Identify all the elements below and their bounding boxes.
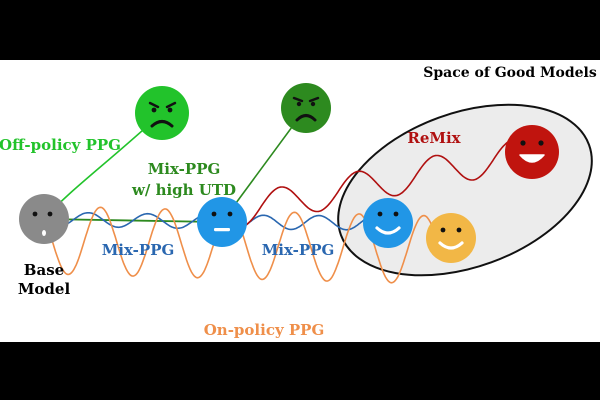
mix-ppg-good-face [363, 198, 413, 248]
high-utd-face [281, 83, 331, 133]
smile-face-icon [438, 227, 464, 250]
mix-ppg-left-label: Mix-PPG [102, 241, 175, 259]
mix-ppg-mid-face [197, 197, 247, 247]
on-policy-path [51, 206, 441, 284]
base-model-face [19, 194, 69, 244]
smile-face-icon [375, 211, 401, 235]
remix-path [221, 139, 533, 228]
remix-label: ReMix [407, 129, 461, 147]
mix-ppg-high-utd-label-line1: Mix-PPG [148, 160, 221, 178]
mix-ppg-path-left [43, 212, 223, 230]
on-policy-face [426, 213, 476, 263]
base-model-label-line1: Base [24, 261, 64, 279]
off-policy-label: Off-policy PPG [0, 136, 121, 154]
smile-face-icon [519, 140, 545, 163]
neutral-face-icon [211, 211, 233, 232]
frown-face-icon [148, 101, 177, 128]
on-policy-label: On-policy PPG [204, 321, 325, 339]
neutral-face-icon [32, 211, 38, 217]
remix-face [505, 125, 559, 179]
base-model-label-line2: Model [18, 280, 71, 298]
mix-ppg-high-utd-label-line2: w/ high UTD [131, 181, 236, 199]
mix-ppg-right-label: Mix-PPG [262, 241, 335, 259]
frown-face-icon [292, 96, 320, 122]
off-policy-face [135, 86, 189, 140]
space-of-good-models-title: Space of Good Models [423, 65, 597, 81]
